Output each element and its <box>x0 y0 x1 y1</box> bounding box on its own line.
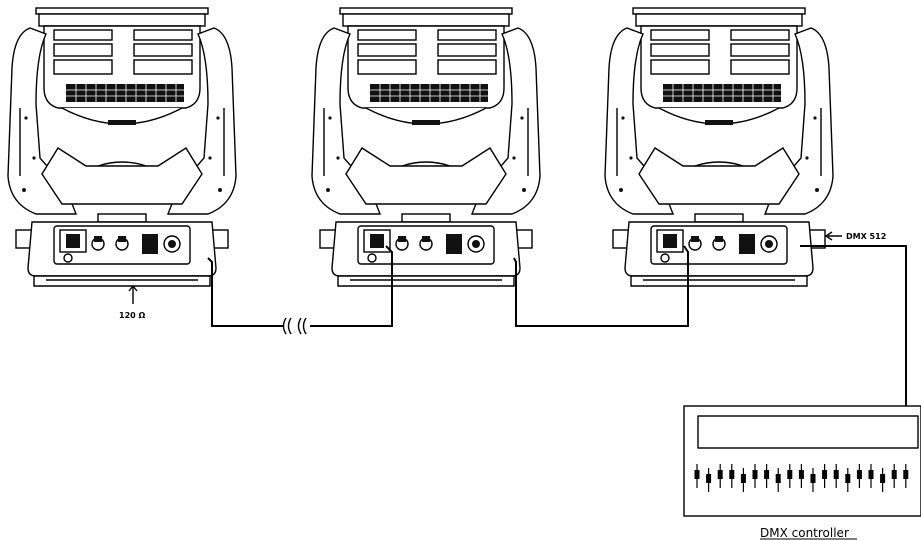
terminator-indicator: 120 Ω <box>119 284 145 320</box>
dmx-input-label: DMX 512 <box>846 232 886 241</box>
controller-display <box>697 415 919 449</box>
terminator-label: 120 Ω <box>119 311 145 320</box>
dmx-input-indicator: DMX 512 <box>824 231 886 241</box>
fixture-3 <box>604 7 834 287</box>
dmx-cable <box>207 245 907 410</box>
fixture-1 <box>7 7 237 287</box>
fixture-2 <box>311 7 541 287</box>
controller-label: DMX controller <box>760 526 849 540</box>
dmx-controller: DMX controller <box>683 405 921 540</box>
